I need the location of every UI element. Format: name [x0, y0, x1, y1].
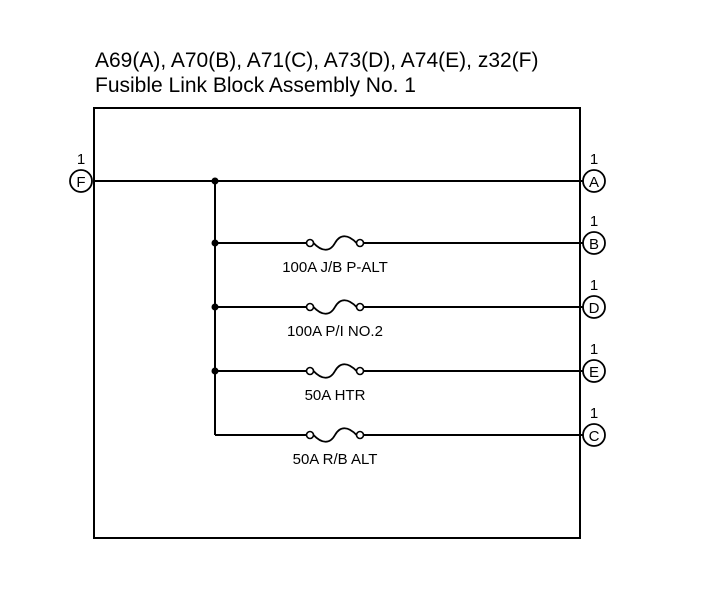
assembly-name-title: Fusible Link Block Assembly No. 1 — [95, 74, 416, 97]
block-outline — [93, 107, 581, 539]
terminal-pin: 1 — [590, 341, 598, 358]
terminal-a-pin: 1 — [590, 151, 598, 168]
fuse-branch-100a-p-i-no-2: 100A P/I NO.2D1 — [211, 277, 606, 340]
terminal-c: C1 — [582, 405, 606, 447]
fuse-label: 100A J/B P-ALT — [282, 259, 388, 276]
connector-list-title: A69(A), A70(B), A71(C), A73(D), A74(E), … — [95, 49, 539, 72]
terminal-pin: 1 — [590, 405, 598, 422]
terminal-letter: E — [589, 364, 599, 381]
terminal-b: B1 — [582, 213, 606, 255]
terminal-pin: 1 — [590, 277, 598, 294]
terminal-f-letter: F — [76, 174, 85, 191]
terminal-pin: 1 — [590, 213, 598, 230]
fusible-link-icon — [305, 427, 365, 443]
fuse-label: 50A HTR — [305, 387, 366, 404]
fuse-label: 50A R/B ALT — [293, 451, 378, 468]
terminal-letter: D — [589, 300, 600, 317]
terminal-letter: C — [589, 428, 600, 445]
terminal-f: F 1 — [69, 151, 93, 193]
fusible-link-icon — [305, 299, 365, 315]
fusible-link-icon — [305, 235, 365, 251]
fuse-label: 100A P/I NO.2 — [287, 323, 383, 340]
fusible-link-icon — [305, 363, 365, 379]
junction-dot — [211, 177, 219, 185]
terminal-letter: B — [589, 236, 599, 253]
terminal-a: A 1 — [582, 151, 606, 193]
terminal-d: D1 — [582, 277, 606, 319]
terminal-f-pin: 1 — [77, 151, 85, 168]
terminal-a-letter: A — [589, 174, 599, 191]
terminal-e: E1 — [582, 341, 606, 383]
